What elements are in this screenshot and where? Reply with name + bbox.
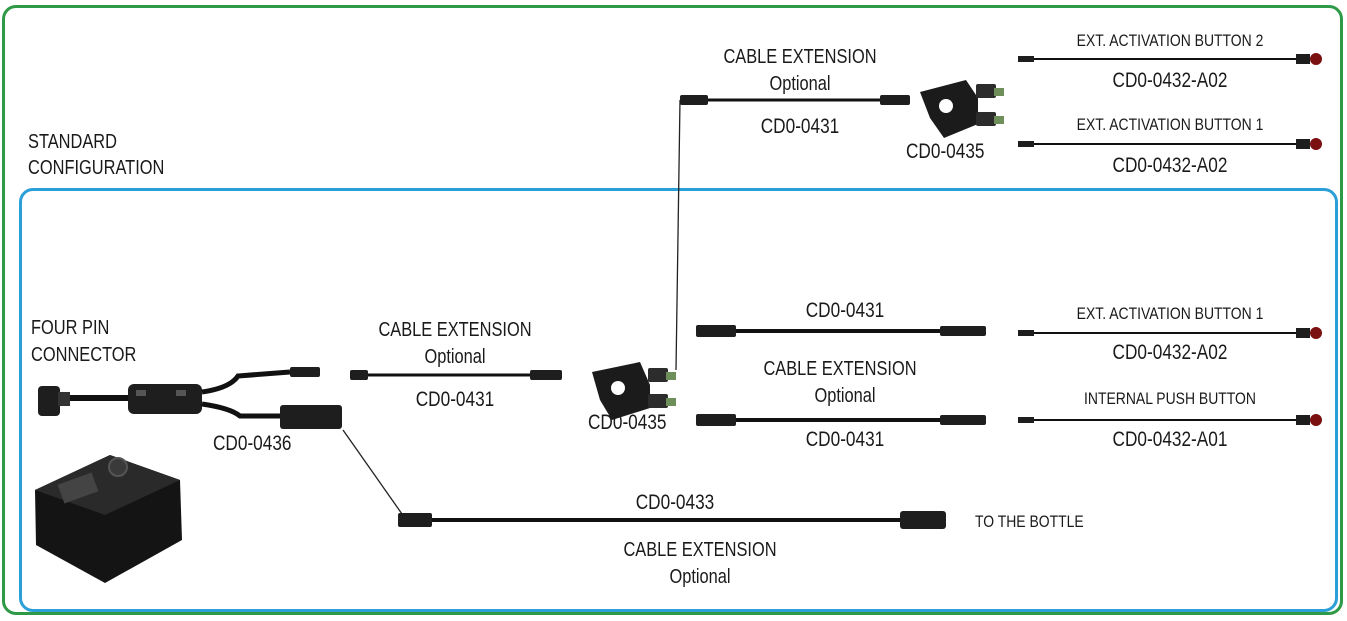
lower-button-1-code: CD0-0432-A02 (1112, 341, 1228, 364)
top-extension-optional: Optional (769, 73, 831, 95)
splitter-lower-code: CD0-0435 (588, 411, 667, 434)
outer-frame (2, 5, 1343, 615)
splitter-top-code: CD0-0435 (906, 140, 985, 163)
internal-button-code: CD0-0432-A01 (1112, 428, 1228, 451)
bottle-extension-title: CABLE EXTENSION (623, 539, 777, 561)
splitter-top (920, 80, 1004, 138)
control-unit-device (35, 455, 182, 583)
bottle-cable-extension (398, 511, 946, 529)
top-cable-extension (680, 95, 910, 105)
top-button-1-cable (1018, 138, 1322, 150)
top-extension-title: CABLE EXTENSION (723, 46, 877, 68)
cd0-0436-label: CD0-0436 (213, 432, 292, 455)
top-button-2-code: CD0-0432-A02 (1112, 69, 1228, 92)
top-extension-code: CD0-0431 (760, 115, 840, 138)
four-pin-label-line1: FOUR PIN (31, 317, 110, 339)
top-button-2-title: EXT. ACTIVATION BUTTON 2 (1076, 31, 1264, 50)
lower-button-1-title: EXT. ACTIVATION BUTTON 1 (1076, 304, 1264, 323)
right-upper-cable (696, 325, 986, 337)
internal-button-title: INTERNAL PUSH BUTTON (1084, 389, 1256, 408)
standard-configuration-label-line1: STANDARD (28, 131, 117, 153)
right-upper-cable-code: CD0-0431 (805, 299, 885, 322)
bottle-cable-code: CD0-0433 (635, 491, 715, 514)
middle-extension-optional: Optional (424, 346, 486, 368)
right-middle-extension-optional: Optional (814, 385, 876, 407)
splitter-lower (592, 362, 676, 420)
middle-cable-extension (350, 370, 562, 380)
right-middle-extension-title: CABLE EXTENSION (763, 358, 917, 380)
four-pin-connector-harness (38, 367, 342, 429)
top-button-1-title: EXT. ACTIVATION BUTTON 1 (1076, 115, 1264, 134)
to-the-bottle-label: TO THE BOTTLE (975, 512, 1084, 531)
lower-button-1-cable (1018, 327, 1322, 339)
internal-push-button-cable (1018, 414, 1322, 426)
four-pin-label-line2: CONNECTOR (31, 344, 137, 366)
leader-line-top-extension (675, 99, 681, 371)
leader-line-bottle-extension (342, 429, 403, 515)
middle-extension-code: CD0-0431 (415, 388, 495, 411)
middle-extension-title: CABLE EXTENSION (378, 319, 532, 341)
top-button-2-cable (1018, 53, 1322, 65)
right-lower-cable (696, 414, 986, 426)
standard-configuration-label-line2: CONFIGURATION (28, 157, 165, 179)
right-lower-cable-code: CD0-0431 (805, 428, 885, 451)
bottle-extension-optional: Optional (669, 566, 731, 588)
top-button-1-code: CD0-0432-A02 (1112, 154, 1228, 177)
